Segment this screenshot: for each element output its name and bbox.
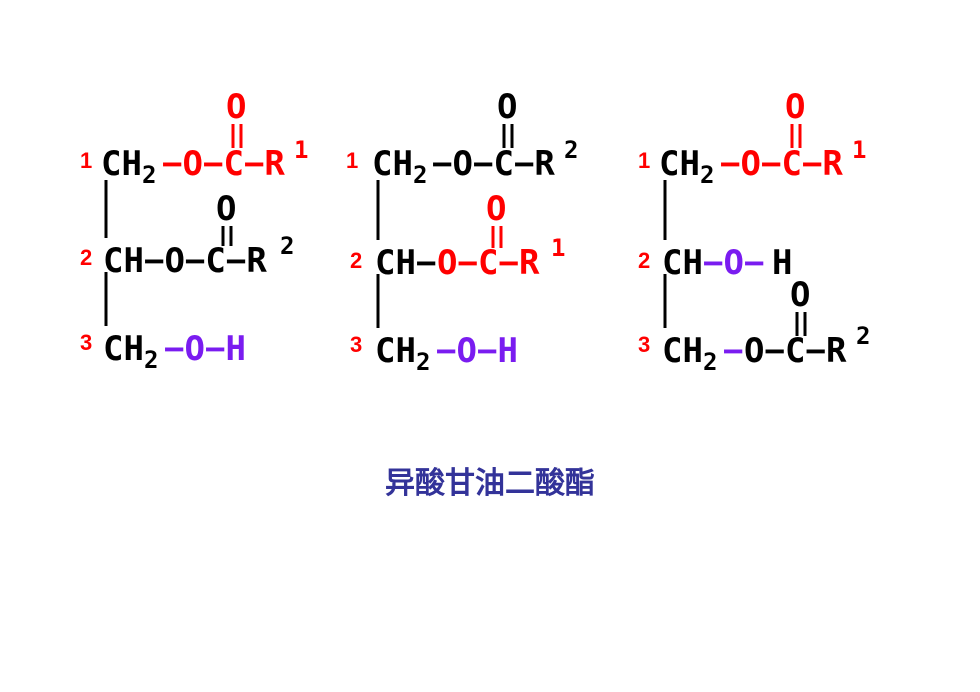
ester-linkage: −O−C−R [720, 144, 843, 184]
carbonyl-oxygen: O [785, 87, 805, 127]
r-superscript: 2 [564, 136, 578, 164]
ester-linkage: O−C−R [437, 243, 540, 283]
position-number: 3 [638, 332, 650, 357]
position-number: 2 [638, 248, 650, 273]
ch-group: CH [662, 243, 703, 283]
structure-2: 1 CH2 −O−C−R 2 O 2 CH− O−C−R 1 O 3 CH2 −… [346, 87, 578, 376]
position-number: 1 [638, 148, 650, 173]
carbonyl-oxygen: O [497, 87, 517, 127]
r-superscript: 1 [294, 136, 308, 164]
ch2-group: CH2 [372, 144, 427, 189]
hydroxyl-group: −O−H [164, 329, 246, 369]
structure-1: 1 CH2 −O−C−R 1 O 2 CH−O−C−R 2 O 3 CH2 −O… [80, 87, 308, 374]
ch2-group: CH2 [662, 331, 717, 376]
ch-group: CH−O−C−R [103, 241, 267, 281]
position-number: 2 [350, 248, 362, 273]
carbonyl-oxygen: O [216, 189, 236, 229]
diagram-caption: 异酸甘油二酸酯 [385, 466, 595, 501]
ch2-group: CH2 [101, 144, 156, 189]
linkage-dash: − [723, 331, 743, 371]
hydroxyl-group: −O− [703, 243, 764, 283]
position-number: 3 [80, 330, 92, 355]
carbonyl-oxygen: O [486, 189, 506, 229]
hydroxyl-group: −O−H [436, 331, 518, 371]
ch2-group: CH2 [103, 329, 158, 374]
ch-group: CH− [375, 243, 436, 283]
r-superscript: 1 [852, 136, 866, 164]
ch2-group: CH2 [375, 331, 430, 376]
ester-linkage: −O−C−R [162, 144, 285, 184]
carbonyl-oxygen: O [226, 87, 246, 127]
ch2-group: CH2 [659, 144, 714, 189]
r-superscript: 1 [551, 234, 565, 262]
position-number: 3 [350, 332, 362, 357]
ester-linkage: −O−C−R [432, 144, 555, 184]
position-number: 2 [80, 245, 92, 270]
hydrogen-atom: H [772, 243, 792, 283]
position-number: 1 [346, 148, 358, 173]
position-number: 1 [80, 148, 92, 173]
r-superscript: 2 [280, 232, 294, 260]
carbonyl-oxygen: O [790, 275, 810, 315]
structure-3: 1 CH2 −O−C−R 1 O 2 CH −O− H 3 CH2 − O−C−… [638, 87, 870, 376]
r-superscript: 2 [856, 322, 870, 350]
ester-linkage: O−C−R [744, 331, 847, 371]
